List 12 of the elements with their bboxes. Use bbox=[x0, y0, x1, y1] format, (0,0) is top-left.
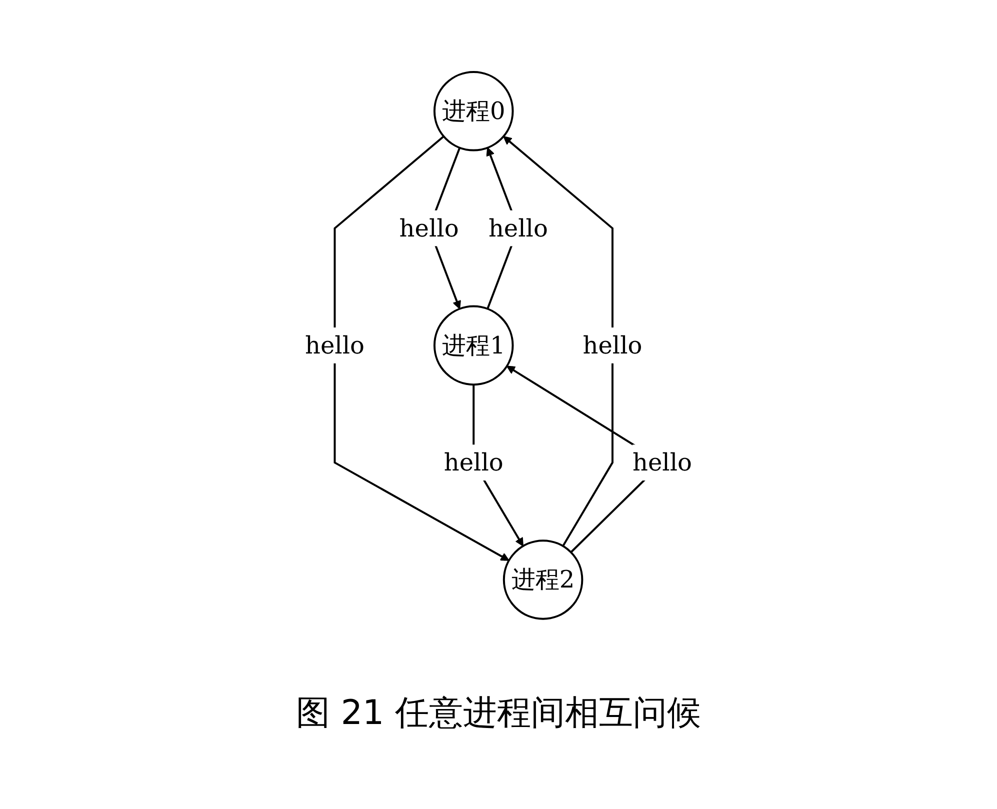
figure-caption: 图 21 任意进程间相互问候 bbox=[296, 692, 701, 735]
edge-label: hello bbox=[444, 448, 504, 476]
node-circle: 进程0 bbox=[433, 70, 514, 151]
arrow bbox=[503, 136, 614, 546]
edge-label: hello bbox=[305, 331, 364, 359]
node-circle: 进程1 bbox=[433, 304, 514, 386]
node-circle: 进程2 bbox=[502, 539, 584, 620]
edge-label: hello bbox=[488, 214, 548, 242]
edge-label: hello bbox=[582, 331, 642, 359]
arrow bbox=[334, 135, 510, 560]
edge-label: hello bbox=[399, 214, 459, 242]
edge-label: hello bbox=[632, 448, 692, 476]
